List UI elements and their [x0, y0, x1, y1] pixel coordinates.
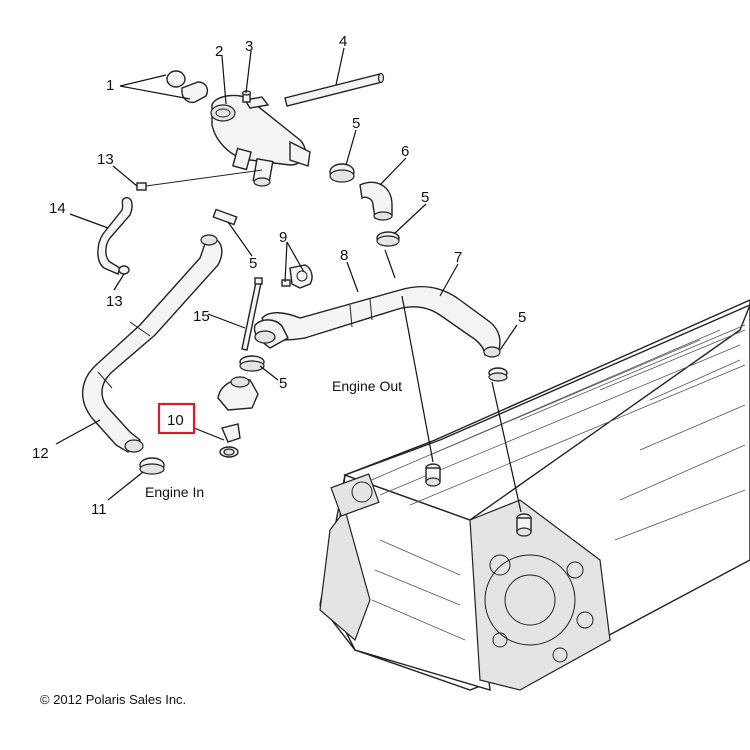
callout-13-a: 13	[97, 151, 114, 168]
part-1-cap-gasket	[166, 70, 209, 104]
engine-in-port	[516, 513, 532, 537]
callout-5-b: 5	[421, 189, 429, 206]
part-14-small-hose	[97, 197, 133, 275]
part-5-clamp-left	[212, 208, 238, 226]
part-13-fitting-top	[136, 182, 147, 191]
part-6-elbow	[359, 181, 393, 221]
part-10-thermostat	[219, 423, 241, 458]
callout-2: 2	[215, 43, 223, 60]
part-9-bracket	[281, 264, 313, 289]
callout-15: 15	[193, 308, 210, 325]
engine-chassis-assembly	[319, 299, 750, 691]
copyright-notice: © 2012 Polaris Sales Inc.	[40, 692, 187, 707]
part-15-rod	[241, 277, 263, 351]
part-12-long-hose	[81, 234, 223, 453]
callout-11: 11	[91, 501, 107, 518]
engine-out-port	[425, 463, 441, 487]
callout-labels: 1 2 3 4 5 6 5 13 14 13 5 9 8 7 5 15 5 12…	[32, 33, 526, 518]
engine-out-label: Engine Out	[332, 378, 402, 394]
part-4-tube	[284, 72, 385, 107]
part-5-clamp-top	[329, 163, 355, 183]
callout-5-a: 5	[352, 115, 360, 132]
callout-5-d: 5	[518, 309, 526, 326]
leader-lines	[55, 47, 522, 513]
callout-3: 3	[245, 38, 253, 55]
part-5-clamp-mid	[376, 231, 400, 247]
callout-7: 7	[454, 249, 462, 266]
callout-5-c: 5	[249, 255, 257, 272]
callout-13-b: 13	[106, 293, 123, 310]
callout-14: 14	[49, 200, 66, 217]
part-5-clamp-lower	[239, 355, 265, 372]
callout-8: 8	[340, 247, 348, 264]
callout-12: 12	[32, 445, 49, 462]
part-2-housing	[210, 94, 311, 187]
callout-10-highlight-box	[157, 402, 196, 435]
part-5-clamp-right	[488, 367, 508, 382]
callout-5-e: 5	[279, 375, 287, 392]
callout-9: 9	[279, 229, 287, 246]
callout-10: 10	[167, 412, 184, 429]
callout-4: 4	[339, 33, 347, 50]
thermostat-housing-lower	[217, 376, 259, 411]
callout-1: 1	[106, 77, 114, 94]
part-11-clamp	[139, 457, 165, 475]
callout-6: 6	[401, 143, 409, 160]
part-8-hose	[253, 285, 501, 358]
part-13-fitting-bottom	[118, 265, 130, 275]
engine-in-label: Engine In	[145, 484, 204, 500]
